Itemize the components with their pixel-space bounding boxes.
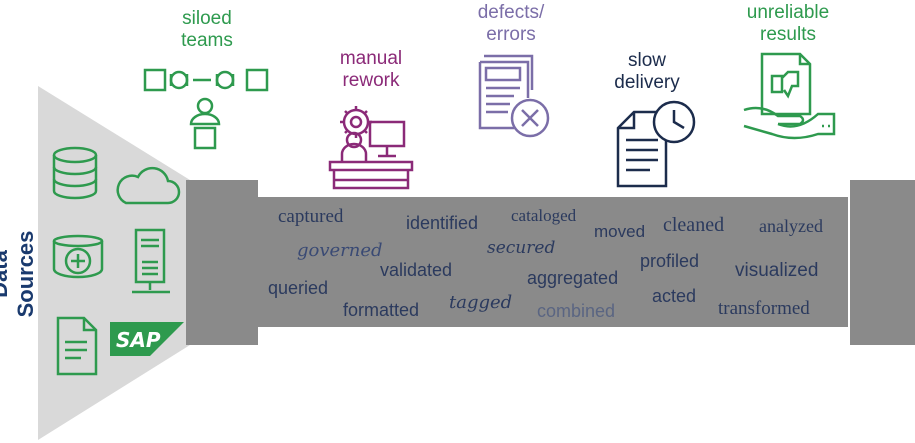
pipe-right-cap <box>850 180 915 345</box>
manual-rework-icon <box>328 106 414 190</box>
word-cataloged: cataloged <box>511 206 577 225</box>
defects-errors-icon <box>478 54 550 138</box>
sap-logo-icon: SAP <box>110 322 184 356</box>
pipe-body <box>258 197 848 327</box>
word-moved: moved <box>594 222 646 241</box>
add-storage-icon <box>52 234 104 279</box>
server-icon <box>132 228 170 294</box>
word-queried: queried <box>268 278 329 298</box>
word-acted: acted <box>652 286 697 306</box>
word-aggregated: aggregated <box>527 268 619 288</box>
unreliable-results-icon <box>743 52 836 140</box>
slow-delivery-icon <box>616 100 696 188</box>
svg-text:SAP: SAP <box>116 328 161 352</box>
word-captured: captured <box>278 206 344 227</box>
siloed-teams-icon <box>143 68 269 150</box>
word-transformed: transformed <box>718 298 810 319</box>
label-defects-errors: defects/errors <box>477 2 545 45</box>
database-icon <box>52 146 98 200</box>
word-visualized: visualized <box>735 260 819 281</box>
word-combined: combined <box>537 301 616 321</box>
word-profiled: profiled <box>640 251 700 271</box>
cloud-icon <box>116 166 181 205</box>
data-sources-title: Data Sources <box>0 230 38 318</box>
word-analyzed: analyzed <box>759 216 823 236</box>
word-cleaned: cleaned <box>663 214 725 236</box>
word-identified: identified <box>406 213 479 233</box>
word-secured: secured <box>487 238 556 258</box>
word-tagged: tagged <box>449 292 513 313</box>
word-formatted: formatted <box>343 300 420 320</box>
pipe-left-cap <box>186 180 258 345</box>
document-icon <box>56 316 98 376</box>
word-validated: validated <box>380 260 453 280</box>
word-governed: governed <box>297 240 383 261</box>
